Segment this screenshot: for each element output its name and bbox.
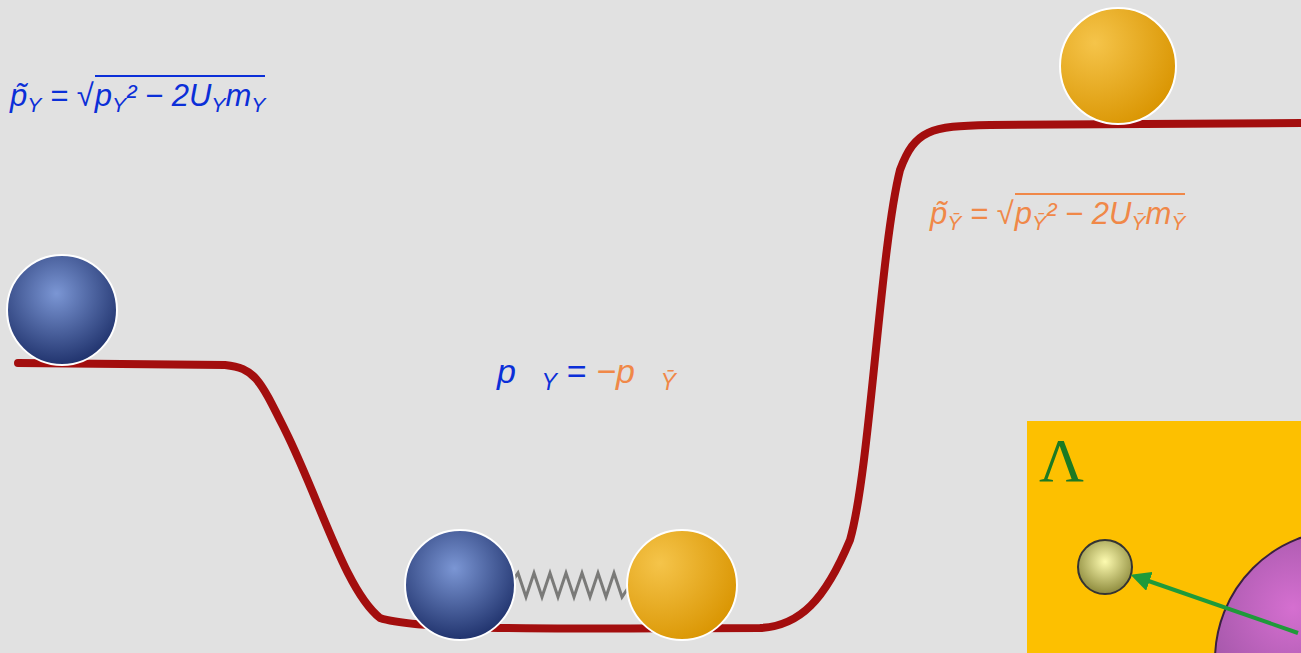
formula-label: p̃Ȳ = √pȲ² − 2UȲmȲ [930,196,1185,235]
formula-label: p⃗Y = [497,352,586,396]
hyperon-ball [7,255,117,365]
inset-panel: Λ [1027,421,1301,653]
green-arrow [1140,578,1298,633]
lambda-ball [1078,540,1132,594]
particle-symbol: Λ [1039,429,1084,491]
formula-label: p̃Y = √pY² − 2UYmY [10,78,265,117]
hyperon-ball [405,530,515,640]
antihyperon-ball [627,530,737,640]
inset-panel [1027,421,1301,653]
spring [510,573,630,597]
nucleus-ball [1215,530,1301,653]
formula-label: −p⃗Ȳ [596,352,676,396]
antihyperon-ball [1060,8,1176,124]
